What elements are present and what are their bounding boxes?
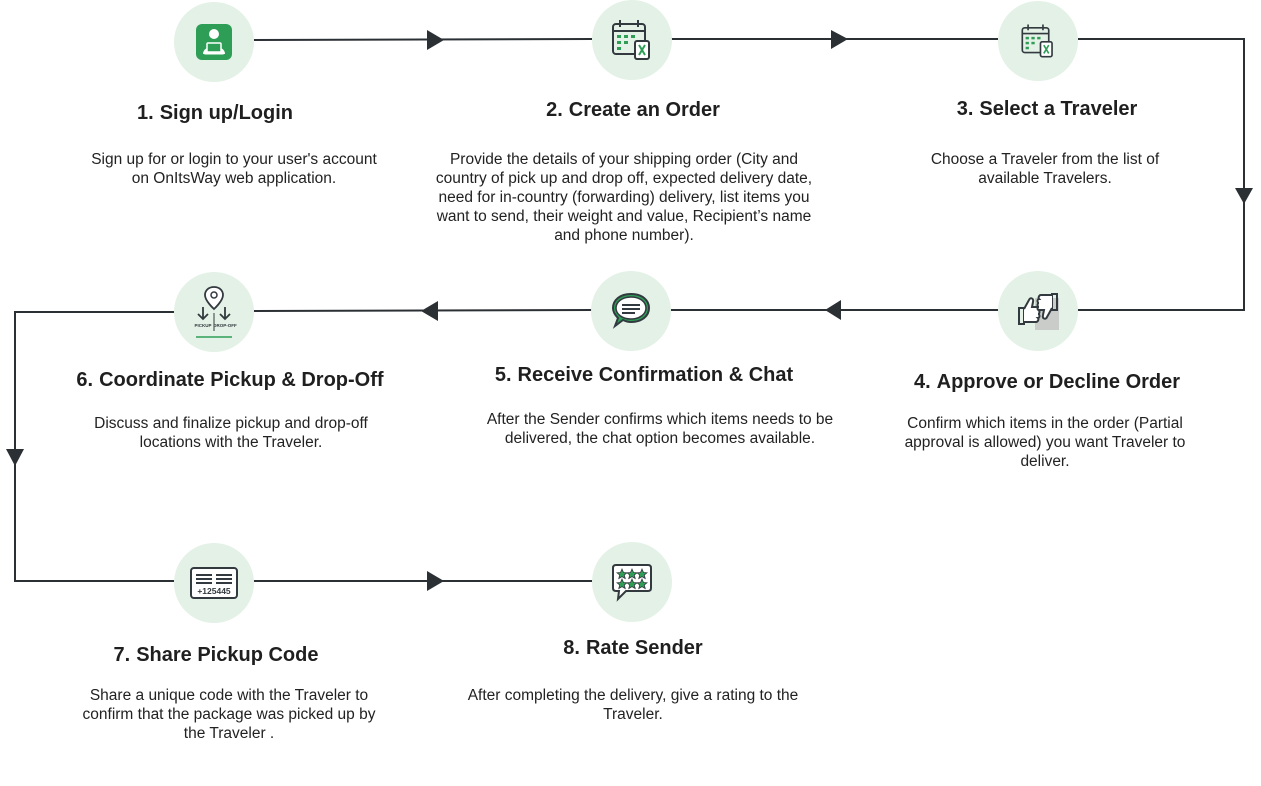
pickup-dropoff-icon: PICKUP DROP-OFF — [194, 286, 237, 338]
step-8-number: 8. — [563, 637, 580, 659]
step-6-description: Discuss and finalize pickup and drop-off… — [94, 415, 368, 451]
step-6-number: 6. — [76, 369, 94, 391]
step-4-title: 4.Approve or Decline Order — [914, 371, 1180, 394]
step-4-description: Confirm which items in the order (Partia… — [904, 415, 1186, 470]
connector-3-4 — [1078, 38, 1245, 311]
step-2-number: 2. — [546, 99, 563, 121]
user-laptop-icon — [196, 24, 232, 60]
step-5-number: 5. — [494, 364, 512, 386]
step-3-title-text: Select a Traveler — [979, 98, 1138, 120]
step-1-title-text: Sign up/Login — [159, 102, 293, 124]
step-4-icon-circle — [998, 271, 1078, 351]
arrowhead-down-3 — [1235, 188, 1253, 204]
step-7-title: 7.Share Pickup Code — [114, 644, 319, 667]
step-5-icon-circle — [591, 271, 671, 351]
step-2-title-text: Create an Order — [568, 99, 720, 121]
pickup-code-icon: +125445 — [190, 567, 238, 599]
chat-bubble-icon — [611, 292, 651, 329]
step-2-title: 2.Create an Order — [546, 99, 720, 122]
arrowhead-left-5 — [421, 301, 438, 321]
step-4-title-text: Approve or Decline Order — [936, 371, 1181, 393]
step-6-title-text: Coordinate Pickup & Drop-Off — [99, 369, 384, 391]
pickup-label: PICKUP — [194, 323, 211, 328]
arrowhead-right-1 — [427, 30, 444, 50]
arrowhead-right-7 — [427, 571, 444, 591]
step-8-description: After completing the delivery, give a ra… — [467, 687, 799, 723]
step-5-description: After the Sender confirms which items ne… — [486, 411, 834, 447]
step-1-description: Sign up for or login to your user's acco… — [91, 151, 377, 187]
step-7-description: Share a unique code with the Traveler to… — [82, 687, 376, 742]
step-8-icon-circle — [592, 542, 672, 622]
step-8-title: 8.Rate Sender — [563, 637, 702, 660]
rating-stars-icon — [612, 564, 652, 602]
calendar-luggage-icon — [612, 20, 650, 60]
thumbs-up-down-icon — [1018, 293, 1059, 330]
step-7-number: 7. — [113, 644, 131, 666]
step-7-icon-circle: +125445 — [174, 543, 254, 623]
step-6-icon-circle: PICKUP DROP-OFF — [174, 272, 254, 352]
step-3-description: Choose a Traveler from the list of avail… — [930, 151, 1160, 187]
arrowhead-right-2 — [831, 30, 848, 49]
step-2-icon-circle — [592, 0, 672, 80]
calendar-luggage-icon — [1021, 24, 1053, 58]
connector-1-2 — [253, 38, 593, 41]
step-1-title: 1.Sign up/Login — [137, 102, 293, 125]
arrowhead-down-6 — [6, 449, 24, 466]
step-1-icon-circle — [174, 2, 254, 82]
arrowhead-left-4 — [825, 300, 841, 320]
step-1-number: 1. — [137, 102, 154, 124]
step-3-icon-circle — [998, 1, 1078, 81]
connector-6-7 — [14, 311, 174, 582]
step-6-title: 6.Coordinate Pickup & Drop-Off — [76, 369, 383, 392]
step-5-title: 5.Receive Confirmation & Chat — [495, 364, 793, 387]
step-3-title: 3.Select a Traveler — [957, 98, 1138, 121]
dropoff-label: DROP-OFF — [213, 323, 237, 328]
pickup-code-text: +125445 — [197, 586, 231, 596]
step-5-title-text: Receive Confirmation & Chat — [517, 364, 794, 386]
step-4-number: 4. — [913, 371, 931, 393]
step-2-description: Provide the details of your shipping ord… — [435, 151, 813, 244]
step-3-number: 3. — [956, 98, 974, 120]
step-7-title-text: Share Pickup Code — [136, 644, 319, 666]
step-8-title-text: Rate Sender — [585, 637, 703, 659]
